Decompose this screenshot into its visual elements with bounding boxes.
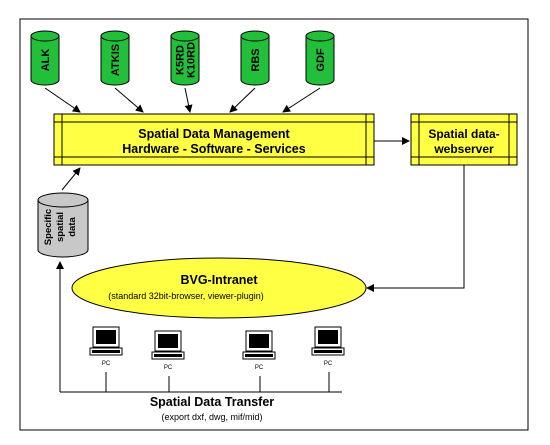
database-cylinder: ALK: [30, 30, 60, 86]
database-label: ATKIS: [110, 44, 122, 76]
specific-line3: data: [67, 217, 78, 237]
pc-label: PC: [324, 361, 333, 367]
pc-icon: PC: [242, 330, 276, 371]
specific-line2: spatial: [55, 212, 66, 242]
database-cylinder: ATKIS: [100, 30, 130, 86]
pc-label: PC: [102, 361, 111, 367]
database-cylinder: RBS: [240, 30, 270, 86]
db-arrows: [44, 87, 321, 113]
management-title: Spatial Data Management: [138, 127, 290, 141]
database-cylinder: GDF: [305, 30, 335, 86]
specific-to-mgmt-arrow: [61, 167, 81, 191]
database-label: K5RD: [175, 45, 187, 75]
webserver-line2: webserver: [433, 142, 494, 156]
database-label: GDF: [315, 48, 327, 72]
pc-group: PC PC PC PC: [89, 326, 345, 371]
management-box: Spatial Data Management Hardware - Softw…: [53, 113, 375, 166]
database-label: ALK: [40, 49, 52, 72]
pc-label: PC: [255, 365, 264, 371]
database-label: K10RD: [186, 42, 198, 78]
pc-icon: PC: [151, 330, 185, 371]
pc-icon: PC: [89, 326, 123, 367]
pc-label: PC: [164, 365, 173, 371]
intranet-subtitle: (standard 32bit-browser, viewer-plugin): [108, 291, 264, 301]
outer-frame: [19, 18, 529, 431]
intranet-ellipse: BVG-Intranet (standard 32bit-browser, vi…: [71, 257, 367, 319]
pc-icon: PC: [311, 326, 345, 367]
webserver-line1: Spatial data-: [428, 127, 499, 141]
database-label: RBS: [250, 48, 262, 71]
transfer-network: [56, 261, 342, 393]
specific-line1: Specific: [43, 209, 54, 245]
transfer-subtitle: (export dxf, dwg, mif/mid): [161, 412, 262, 422]
webserver-box: Spatial data- webserver: [410, 113, 518, 166]
webserver-to-intranet-arrow: [366, 165, 465, 292]
intranet-title: BVG-Intranet: [180, 273, 258, 287]
management-subtitle: Hardware - Software - Services: [122, 142, 305, 156]
specific-data-cylinder: Specific spatial data: [37, 192, 89, 258]
transfer-title: Spatial Data Transfer: [150, 395, 274, 409]
